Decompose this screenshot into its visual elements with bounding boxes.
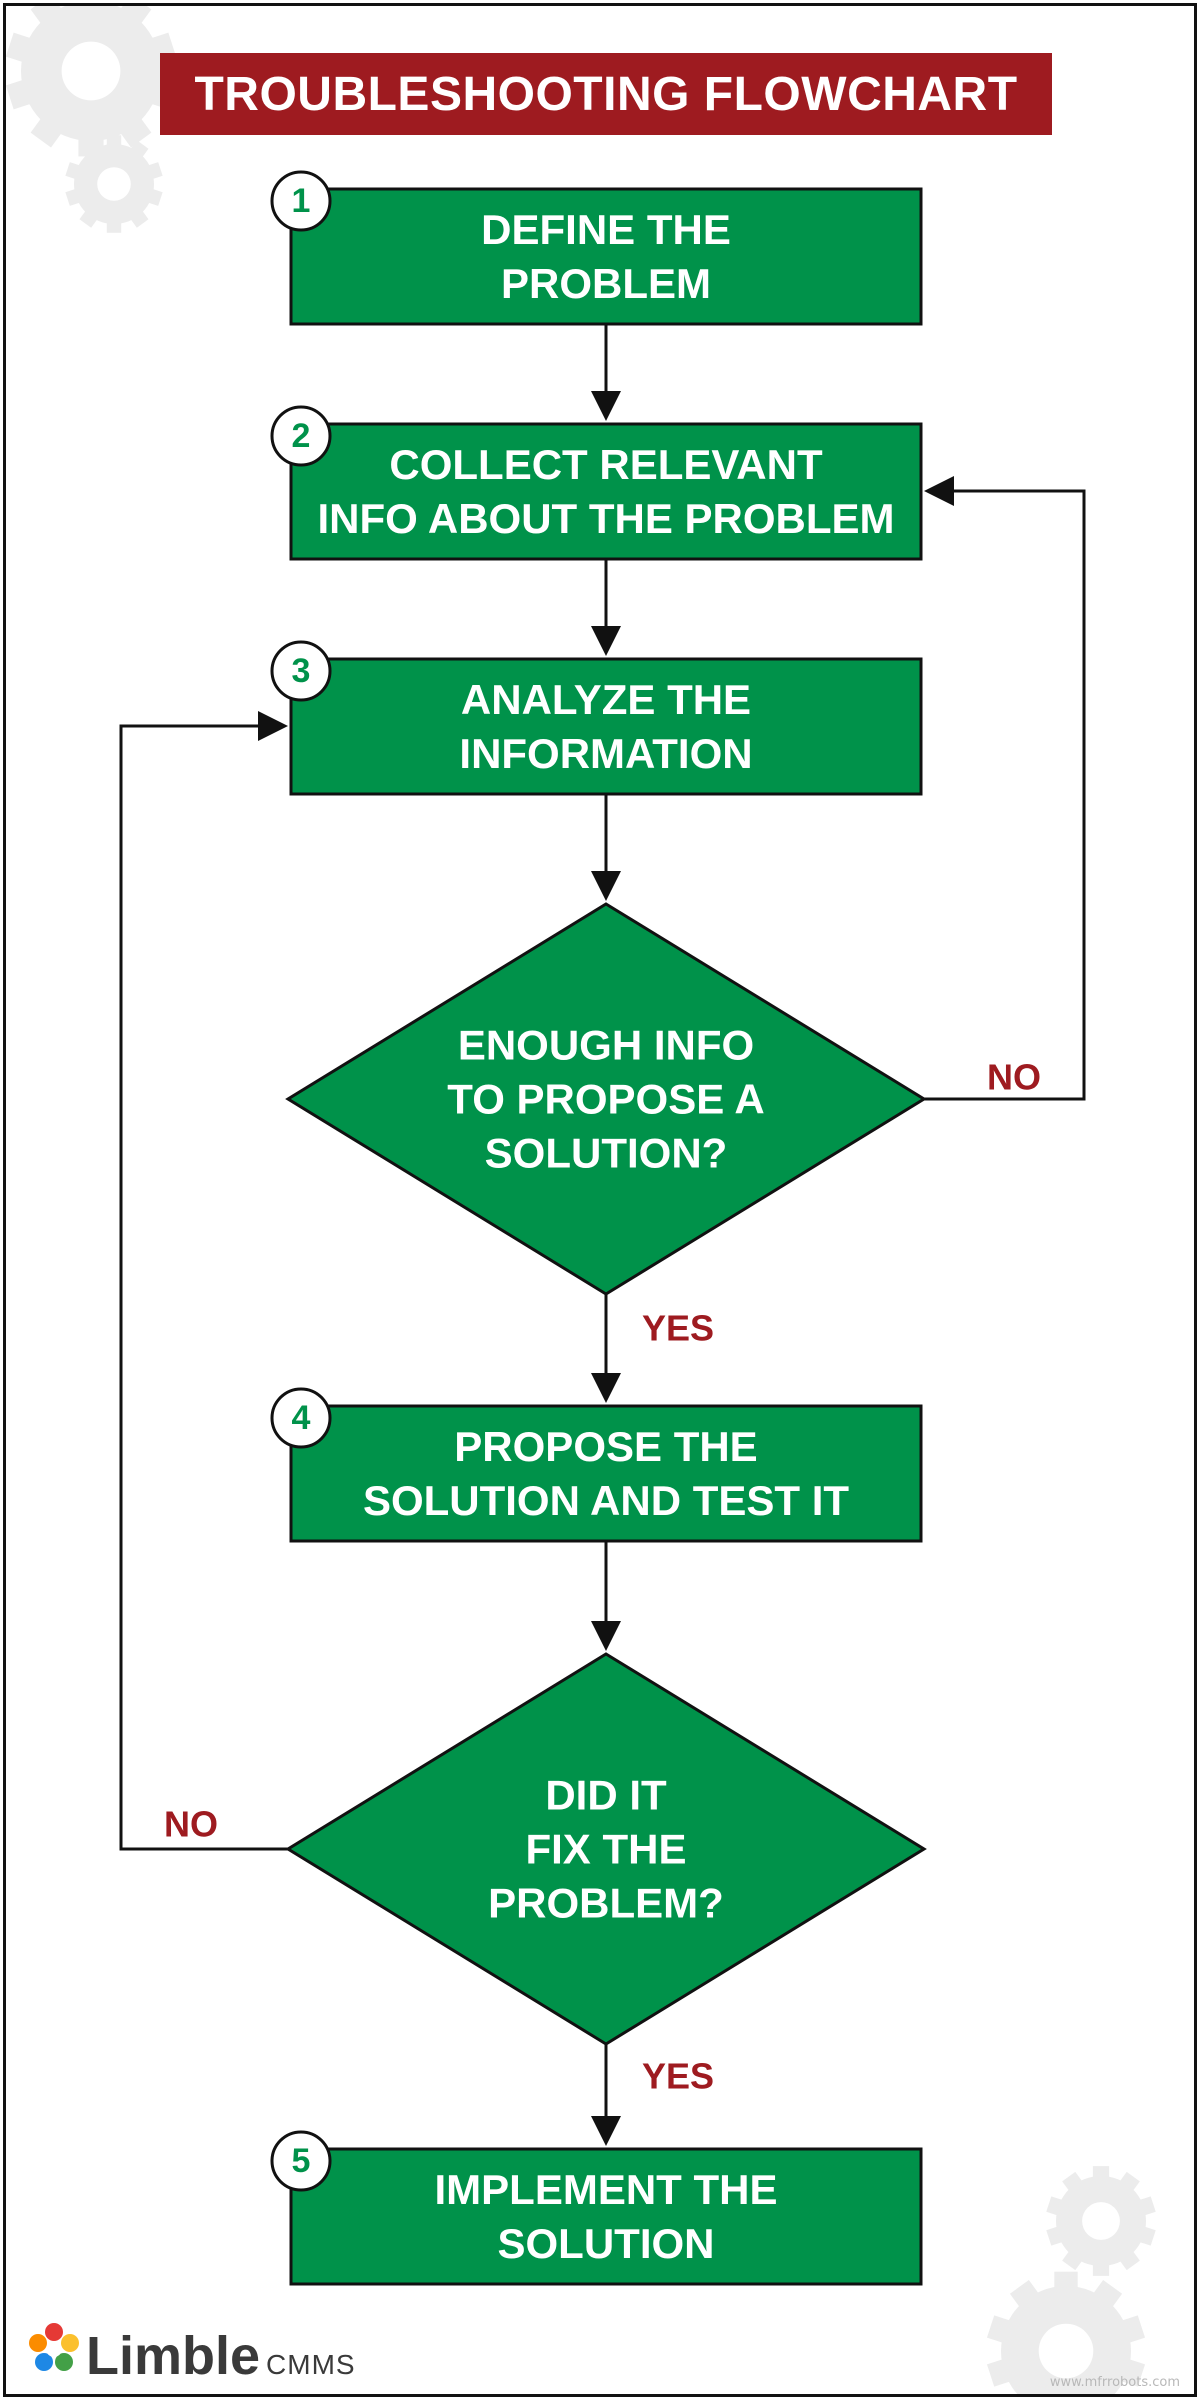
limble-flower-icon [29, 2323, 79, 2371]
step-propose: PROPOSE THE SOLUTION AND TEST IT 4 [270, 1387, 923, 1543]
decision-diamond [285, 902, 927, 1296]
step-label: SOLUTION [498, 2220, 715, 2267]
flowchart-title: TROUBLESHOOTING FLOWCHART [194, 67, 1018, 121]
step-box [289, 422, 923, 561]
gear-icon [1046, 2166, 1156, 2276]
step-number: 2 [292, 417, 311, 455]
step-label: IMPLEMENT THE [435, 2166, 778, 2213]
step-box [289, 657, 923, 796]
edge-line [924, 476, 1086, 1101]
edge-did-it-fix-to-analyze: NO [119, 711, 288, 1851]
edge-did-it-fix-to-implement: YES [591, 2044, 714, 2146]
step-analyze: ANALYZE THE INFORMATION 3 [270, 640, 923, 796]
step-box [289, 187, 923, 326]
decision-enough-info: ENOUGH INFO TO PROPOSE A SOLUTION? [285, 902, 927, 1296]
title-banner: TROUBLESHOOTING FLOWCHART [160, 53, 1052, 135]
decision-label: FIX THE [525, 1826, 686, 1873]
decision-label: ENOUGH INFO [458, 1022, 754, 1069]
step-define: DEFINE THE PROBLEM 1 [270, 170, 923, 326]
step-implement: IMPLEMENT THE SOLUTION 5 [270, 2130, 923, 2286]
step-number: 5 [292, 2142, 311, 2180]
gear-icon [6, 6, 177, 157]
step-number-badge [270, 170, 332, 232]
step-label: PROPOSE THE [454, 1423, 757, 1470]
decision-did-it-fix: DID IT FIX THE PROBLEM? [285, 1652, 927, 2046]
step-number: 3 [292, 652, 311, 690]
step-collect: COLLECT RELEVANT INFO ABOUT THE PROBLEM 2 [270, 405, 923, 561]
step-box [289, 2147, 923, 2286]
step-box [289, 1404, 923, 1543]
step-label: ANALYZE THE [461, 676, 751, 723]
decision-label: DID IT [545, 1772, 667, 1819]
step-label: SOLUTION AND TEST IT [363, 1477, 849, 1524]
decision-label: TO PROPOSE A [447, 1076, 764, 1123]
edge-enough-info-to-collect: NO [924, 476, 1086, 1101]
step-number: 4 [292, 1399, 311, 1437]
brand-name: Limble [86, 2326, 261, 2386]
step-label: DEFINE THE [481, 206, 731, 253]
decision-diamond [285, 1652, 927, 2046]
edge-enough-info-to-propose: YES [591, 1294, 714, 1403]
step-number-badge [270, 405, 332, 467]
edge-line [119, 711, 288, 1851]
step-label: PROBLEM [501, 260, 711, 307]
step-number-badge [270, 2130, 332, 2192]
edge-label: NO [164, 1804, 218, 1845]
step-label: INFORMATION [459, 730, 752, 777]
step-number: 1 [292, 182, 311, 220]
step-label: COLLECT RELEVANT [389, 441, 823, 488]
brand-suffix: CMMS [266, 2349, 356, 2380]
edge-label: YES [642, 2056, 714, 2097]
gear-icon [986, 2271, 1146, 2394]
gear-icon [65, 135, 163, 233]
decision-label: SOLUTION? [485, 1130, 728, 1177]
brand-logo: Limble CMMS [28, 2322, 356, 2387]
watermark: www.mfrrobots.com [1049, 2375, 1180, 2390]
edge-label: YES [642, 1308, 714, 1349]
step-number-badge [270, 640, 332, 702]
edge-label: NO [987, 1057, 1041, 1098]
step-label: INFO ABOUT THE PROBLEM [317, 495, 894, 542]
decision-label: PROBLEM? [488, 1880, 724, 1927]
step-number-badge [270, 1387, 332, 1449]
